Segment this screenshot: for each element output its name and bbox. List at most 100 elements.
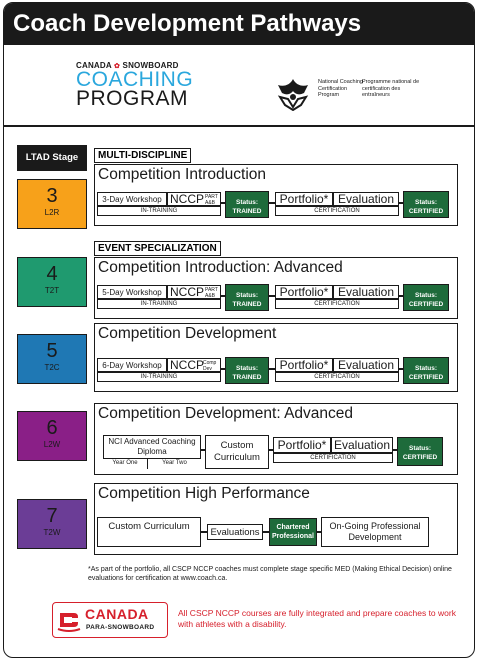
stage-4: 4 T2T [17,257,87,307]
logo-program: PROGRAM [76,87,189,110]
connector [393,449,397,451]
section-multi-discipline: MULTI-DISCIPLINE [94,148,192,163]
pathway-title: Competition Introduction [98,166,267,183]
nccp-label: NCCP [170,285,205,299]
stage-number: 5 [46,340,58,362]
connector [269,295,275,297]
stage-code: L2W [43,440,61,449]
certification-label: CERTIFICATION [273,453,393,463]
certification-label: CERTIFICATION [275,206,399,216]
year-two-label: Year Two [147,458,201,469]
nccp-chip: NCCP [167,192,221,206]
logo-coaching: COACHING [76,68,194,91]
portfolio-chip: Portfolio* [275,358,333,372]
chartered-professional-badge: Chartered Professional [269,518,317,546]
custom-curriculum-chip: Custom Curriculum [205,435,269,469]
in-training-label: IN-TRAINING [97,206,221,216]
stage-5: 5 T2C [17,334,87,384]
connector [269,202,275,204]
nccp-part: PART A&B [205,194,218,206]
pathway-title: Competition High Performance [98,485,310,502]
header-divider [4,125,474,127]
evaluation-chip: Evaluation [333,358,399,372]
brand-top: CANADA ✿ SNOWBOARD [76,61,196,70]
in-training-label: IN-TRAINING [97,372,221,382]
stage-3: 3 L2R [17,179,87,229]
pathways-card: Coach Development Pathways CANADA ✿ SNOW… [3,2,475,658]
connector [263,531,269,533]
status-trained-badge: Status: TRAINED [225,191,269,218]
ongoing-development-chip: On-Going Professional Development [321,517,429,547]
nci-diploma-label: NCI Advanced Coaching Diploma [108,437,196,456]
nccp-text-en: National Coaching Certification Program [318,79,363,98]
status-trained-badge: Status: TRAINED [225,357,269,384]
status-certified-badge: Status: CERTIFIED [403,191,449,218]
nccp-label: NCCP [170,358,205,372]
canada-para-snowboard-logo: CANADA PARA-SNOWBOARD [52,602,168,638]
connector [201,531,207,533]
stage-6: 6 L2W [17,411,87,461]
connector [201,449,205,451]
para-canada-text: CANADA [85,606,149,622]
pathway-competition-introduction: Competition Introduction 3-Day Workshop … [94,164,458,226]
maple-leaf-icon: ✿ [114,63,121,70]
pathway-title: Competition Development: Advanced [98,405,354,422]
para-sub-text: PARA-SNOWBOARD [86,624,155,631]
pathway-title: Competition Development [98,325,277,342]
evaluations-chip: Evaluations [207,524,263,540]
status-trained-badge: Status: TRAINED [225,284,269,311]
pathway-competition-development-advanced: Competition Development: Advanced NCI Ad… [94,403,458,475]
stage-number: 4 [46,263,58,285]
para-note: All CSCP NCCP courses are fully integrat… [178,608,456,629]
nccp-part: Comp Dev [203,360,217,372]
nccp-chip: NCCP [167,285,221,299]
connector [399,368,403,370]
nccp-text-fr: Programme national de certification des … [362,79,420,98]
connector [269,368,275,370]
portfolio-chip: Portfolio* [273,437,331,453]
certification-label: CERTIFICATION [275,299,399,309]
nccp-chip: NCCP [167,358,221,372]
stage-code: L2R [44,208,60,217]
brand-canada: CANADA [76,61,112,70]
connector [399,202,403,204]
page-title: Coach Development Pathways [4,3,474,45]
portfolio-chip: Portfolio* [275,285,333,299]
status-certified-badge: Status: CERTIFIED [403,284,449,311]
connector [221,368,225,370]
evaluation-chip: Evaluation [331,437,393,453]
custom-curriculum-chip: Custom Curriculum [97,517,201,547]
nccp-logo: National Coaching Certification Program … [274,75,454,115]
pathway-competition-introduction-advanced: Competition Introduction: Advanced 5-Day… [94,257,458,319]
connector [221,295,225,297]
status-certified-badge: Status: CERTIFIED [403,357,449,384]
connector [399,295,403,297]
stage-code: T2T [44,286,60,295]
nccp-label: NCCP [170,192,205,206]
pathway-competition-development: Competition Development 6-Day Workshop N… [94,323,458,392]
section-event-specialization: EVENT SPECIALIZATION [94,241,221,256]
ltad-stage-header: LTAD Stage [17,145,87,171]
in-training-label: IN-TRAINING [97,299,221,309]
stage-number: 7 [46,505,58,527]
certification-label: CERTIFICATION [275,372,399,382]
pathway-title: Competition Introduction: Advanced [98,259,343,276]
evaluation-chip: Evaluation [333,285,399,299]
workshop-chip: 5-Day Workshop [97,285,167,299]
connector [269,449,273,451]
footnote: *As part of the portfolio, all CSCP NCCP… [88,566,452,582]
workshop-chip: 3-Day Workshop [97,192,167,206]
nccp-emblem-icon [277,79,309,111]
status-certified-badge: Status: CERTIFIED [397,437,443,466]
year-one-label: Year One [103,458,147,469]
stage-number: 6 [46,417,58,439]
connector [317,531,321,533]
workshop-chip: 6-Day Workshop [97,358,167,372]
portfolio-chip: Portfolio* [275,192,333,206]
nccp-part: PART A&B [205,287,218,299]
connector [221,202,225,204]
stage-code: T2C [44,363,60,372]
stage-number: 3 [46,185,58,207]
evaluation-chip: Evaluation [333,192,399,206]
brand-snowboard: SNOWBOARD [122,61,179,70]
